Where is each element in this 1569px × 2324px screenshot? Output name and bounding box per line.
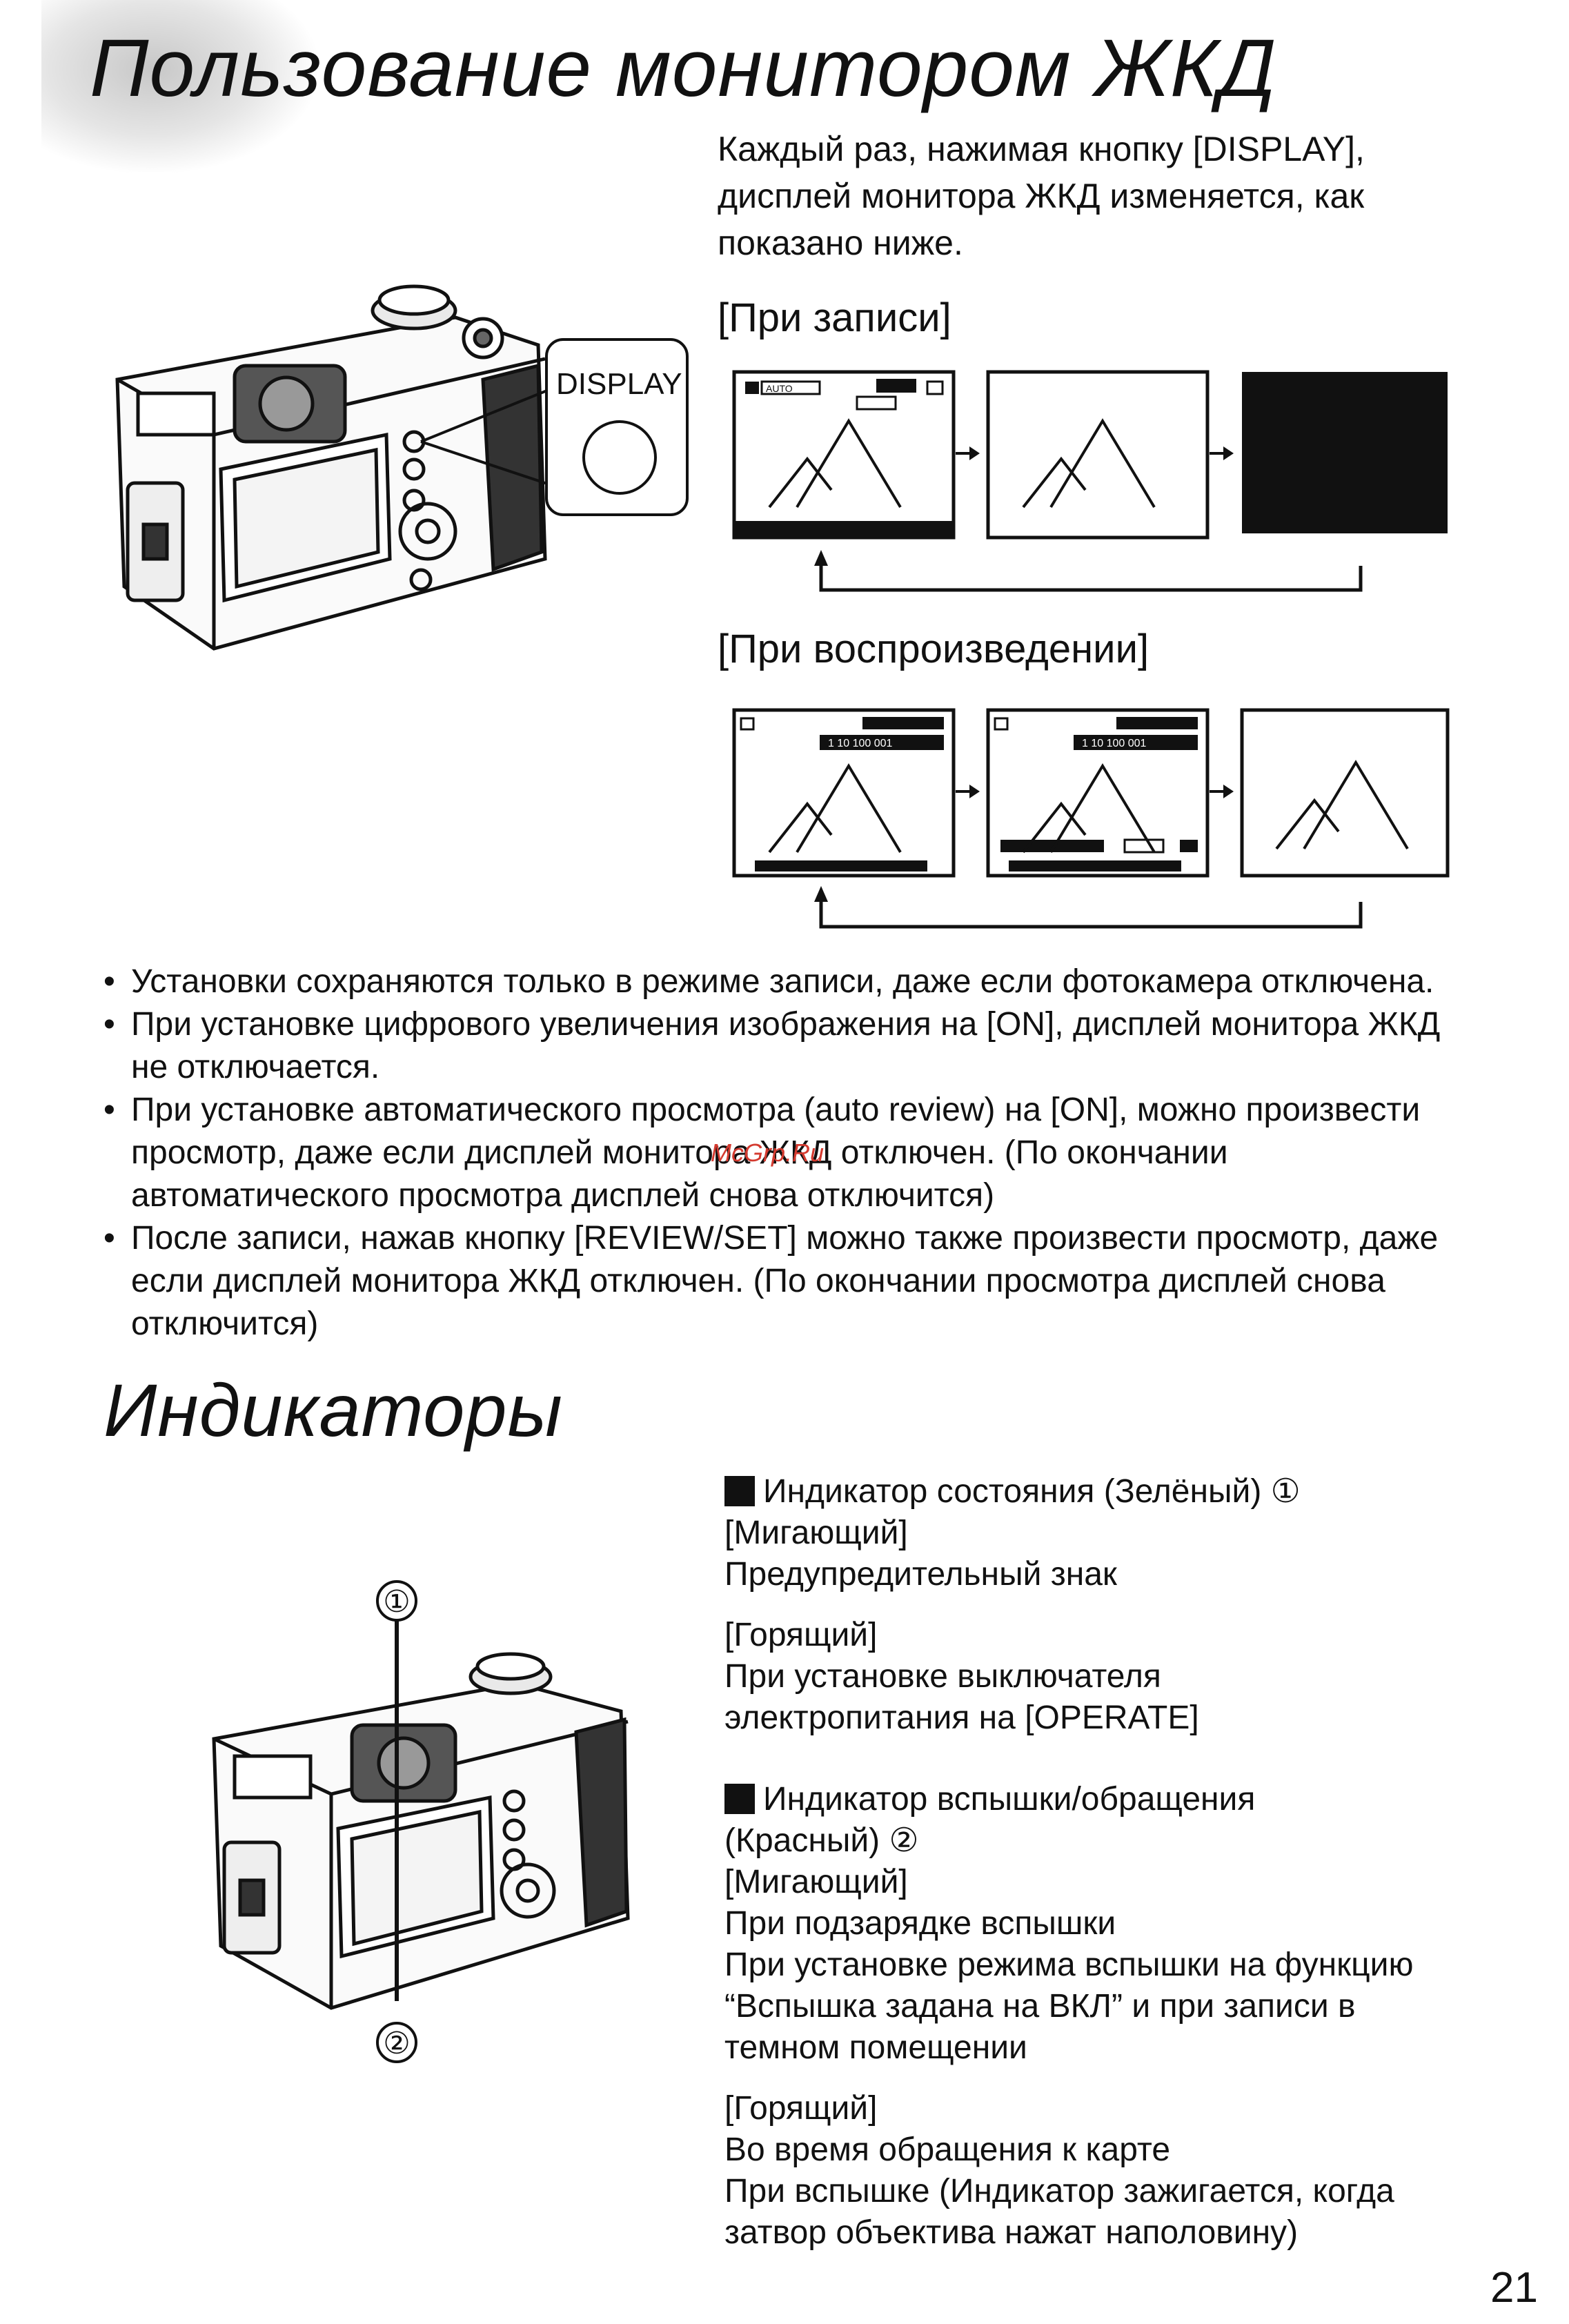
flash-indicator-section: Индикатор вспышки/обращения (Красный) ② … bbox=[724, 1779, 1518, 2254]
flash-heading-1: Индикатор вспышки/обращения bbox=[763, 1781, 1256, 1818]
flash-blink-label: [Мигающий] bbox=[724, 1864, 908, 1900]
display-label: DISPLAY bbox=[556, 367, 682, 401]
callout-1-text: ① bbox=[383, 1585, 410, 1619]
bullet-square-icon bbox=[724, 1784, 755, 1814]
status-blink-text: Предупредительный знак bbox=[724, 1556, 1117, 1593]
watermark: McGrp.Ru bbox=[711, 1139, 825, 1167]
intro-line-2: дисплей монитора ЖКД изменяется, как bbox=[718, 177, 1365, 215]
play-counter-1: 1 10 100 001 bbox=[828, 738, 893, 749]
playback-label: [При воспроизведении] bbox=[718, 627, 1149, 671]
status-heading: Индикатор состояния (Зелёный) ① bbox=[763, 1473, 1301, 1510]
camera-indicators-illustration: ① ② bbox=[212, 1580, 630, 2063]
flash-lit-text-3: затвор объектива нажат наполовину) bbox=[724, 2214, 1299, 2251]
note-item: При установке автоматического просмотра … bbox=[103, 1089, 1483, 1217]
status-lit-text-1: При установке выключателя bbox=[724, 1658, 1161, 1695]
flash-lit-text-1: Во время обращения к карте bbox=[724, 2131, 1171, 2168]
page-title: Пользование монитором ЖКД bbox=[90, 23, 1277, 114]
flash-lit-text-2: При вспышке (Индикатор зажигается, когда bbox=[724, 2173, 1394, 2209]
display-button-icon bbox=[582, 420, 657, 495]
callout-2-text: ② bbox=[383, 2027, 410, 2060]
rec-auto-text: AUTO bbox=[766, 383, 793, 394]
flash-blink-text-3: “Вспышка задана на ВКЛ” и при записи в bbox=[724, 1988, 1356, 2025]
flash-blink-text-4: темном помещении bbox=[724, 2029, 1027, 2066]
status-blink-label: [Мигающий] bbox=[724, 1515, 908, 1551]
rec-screen-off bbox=[1242, 372, 1448, 533]
play-screen-detailed-info: 1 10 100 001 bbox=[986, 708, 1210, 878]
title-halftone-shade bbox=[41, 0, 317, 173]
note-item: При установке цифрового увеличения изобр… bbox=[103, 1003, 1483, 1089]
flash-blink-text-2: При установке режима вспышки на функцию bbox=[724, 1947, 1414, 1983]
status-lit-text-2: электропитания на [OPERATE] bbox=[724, 1700, 1199, 1736]
recording-label: [При записи] bbox=[718, 295, 951, 340]
recording-screens-diagram: AUTO bbox=[732, 370, 1448, 592]
play-screen-info: 1 10 100 001 bbox=[732, 708, 956, 878]
intro-text: Каждый раз, нажимая кнопку [DISPLAY], ди… bbox=[718, 126, 1518, 266]
indicators-title: Индикаторы bbox=[103, 1368, 563, 1452]
play-counter-2: 1 10 100 001 bbox=[1082, 738, 1147, 749]
bullet-square-icon bbox=[724, 1476, 755, 1506]
display-button-callout: DISPLAY bbox=[545, 338, 689, 516]
rec-screen-full-info: AUTO bbox=[732, 370, 956, 540]
play-screen-no-info bbox=[1240, 708, 1450, 878]
page-number: 21 bbox=[1490, 2264, 1538, 2312]
note-item: После записи, нажав кнопку [REVIEW/SET] … bbox=[103, 1217, 1483, 1346]
camera-back-illustration bbox=[115, 284, 566, 651]
rec-screen-no-info bbox=[986, 370, 1210, 540]
status-indicator-section: Индикатор состояния (Зелёный) ① [Мигающи… bbox=[724, 1471, 1518, 1739]
status-lit-label: [Горящий] bbox=[724, 1617, 878, 1653]
flash-heading-2: (Красный) ② bbox=[724, 1822, 919, 1859]
notes-list: Установки сохраняются только в режиме за… bbox=[103, 961, 1483, 1346]
intro-line-3: показано ниже. bbox=[718, 224, 963, 262]
note-item: Установки сохраняются только в режиме за… bbox=[103, 961, 1483, 1003]
flash-blink-text-1: При подзарядке вспышки bbox=[724, 1905, 1116, 1942]
playback-screens-diagram: 1 10 100 001 1 10 100 001 bbox=[732, 708, 1450, 929]
intro-line-1: Каждый раз, нажимая кнопку [DISPLAY], bbox=[718, 130, 1365, 168]
flash-lit-label: [Горящий] bbox=[724, 2090, 878, 2127]
